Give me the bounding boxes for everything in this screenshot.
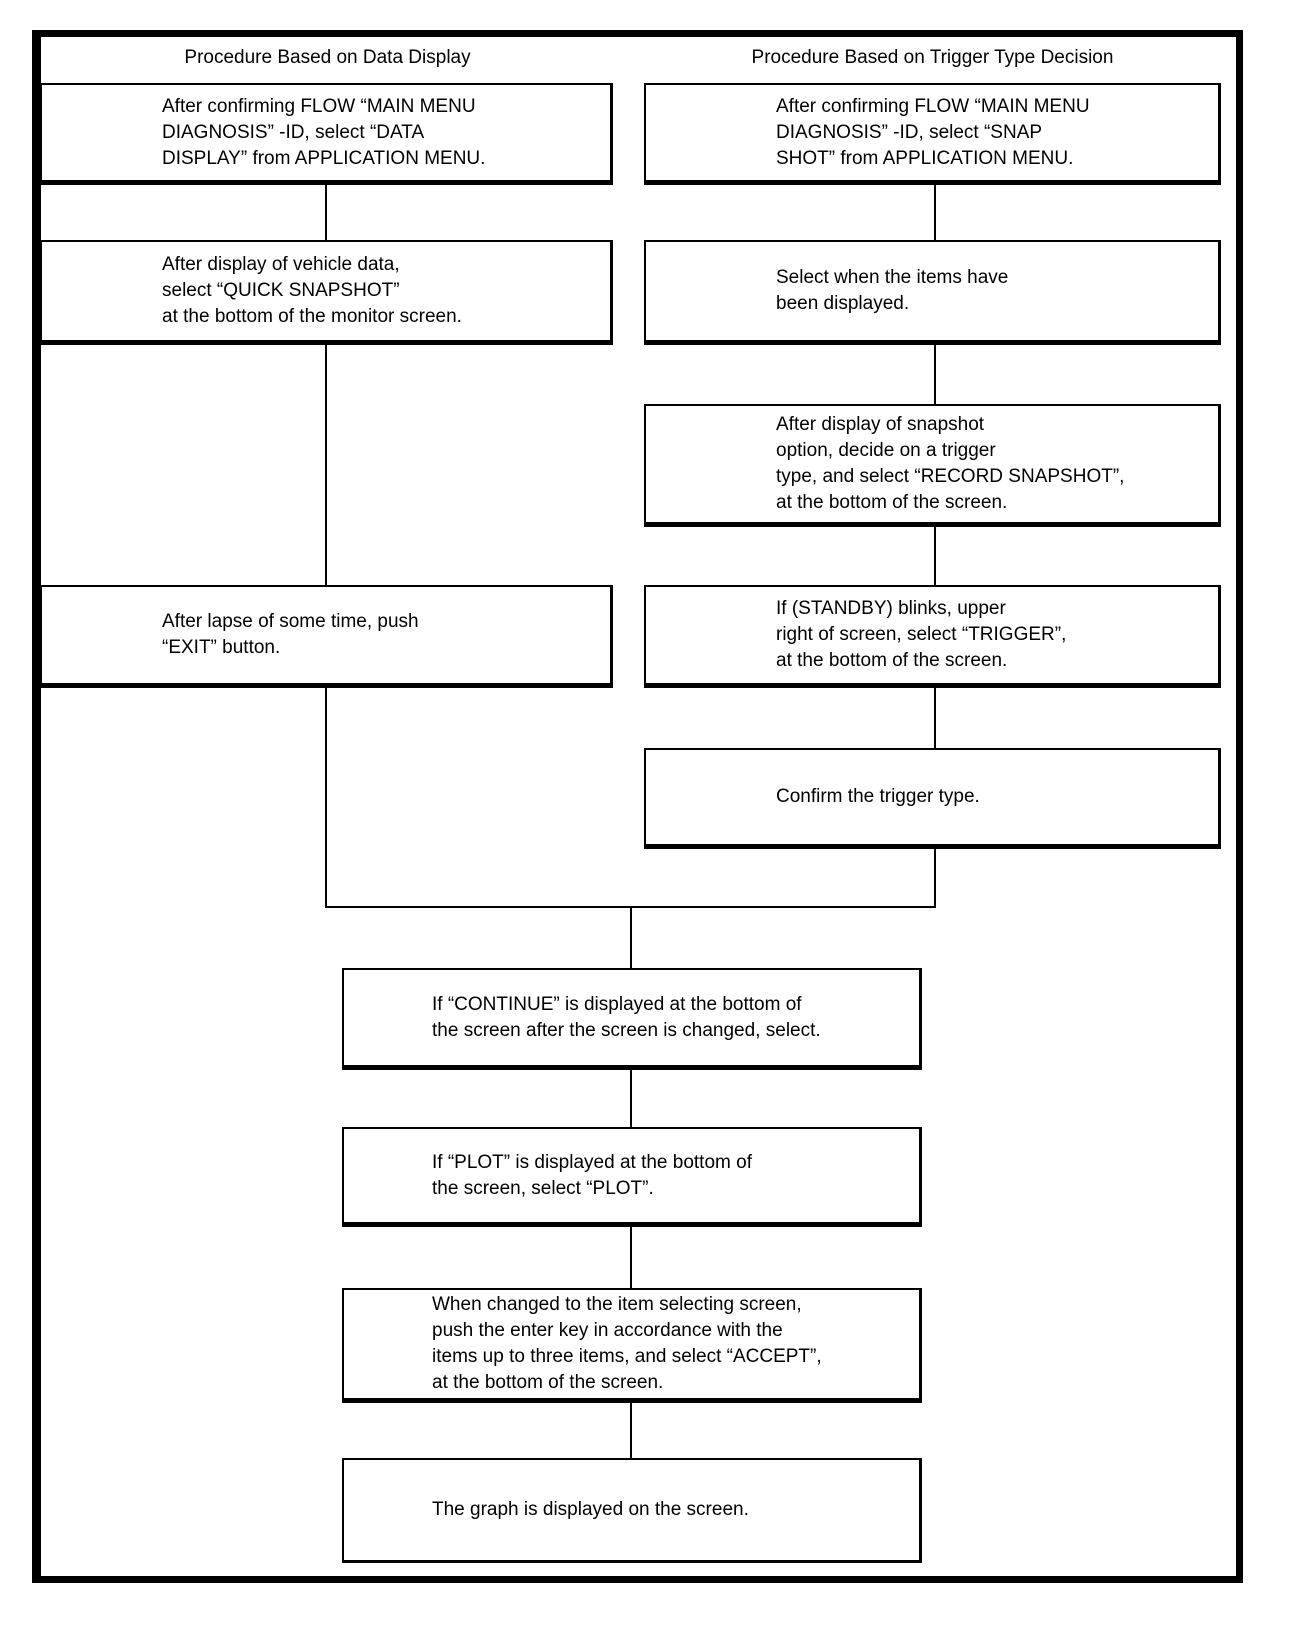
flow-box-left-2: After display of vehicle data, select “Q… [40, 240, 613, 345]
flow-box-center-2-text: If “PLOT” is displayed at the bottom of … [432, 1151, 752, 1199]
flow-box-right-2-text: Select when the items have been displaye… [776, 267, 1009, 314]
connector-merge-center-1 [630, 906, 632, 968]
connector-left-1-2 [325, 185, 327, 240]
connector-right-3-4 [934, 527, 936, 585]
connector-left-2-3 [325, 345, 327, 585]
flow-box-left-2-text: After display of vehicle data, select “Q… [162, 254, 462, 327]
flow-box-left-3: After lapse of some time, push “EXIT” bu… [40, 585, 613, 688]
connector-center-2-3 [630, 1227, 632, 1288]
flow-box-right-3: After display of snapshot option, decide… [644, 404, 1221, 527]
outer-frame [32, 30, 1243, 1583]
flow-box-center-4: The graph is displayed on the screen. [342, 1458, 922, 1563]
flow-box-right-4-text: If (STANDBY) blinks, upper right of scre… [776, 598, 1067, 671]
flow-box-right-5-text: Confirm the trigger type. [776, 786, 980, 807]
connector-right-2-3 [934, 345, 936, 404]
flow-box-center-4-text: The graph is displayed on the screen. [432, 1499, 749, 1520]
flow-box-center-1: If “CONTINUE” is displayed at the bottom… [342, 968, 922, 1070]
flow-box-right-4: If (STANDBY) blinks, upper right of scre… [644, 585, 1221, 688]
flow-box-center-1-text: If “CONTINUE” is displayed at the bottom… [432, 993, 821, 1041]
flow-box-center-3-text: When changed to the item selecting scree… [432, 1294, 822, 1393]
flow-box-center-2: If “PLOT” is displayed at the bottom of … [342, 1127, 922, 1227]
flow-box-left-1: After confirming FLOW “MAIN MENU DIAGNOS… [40, 83, 613, 185]
flow-box-right-3-text: After display of snapshot option, decide… [776, 414, 1125, 513]
flow-box-right-5: Confirm the trigger type. [644, 748, 1221, 849]
right-column-title: Procedure Based on Trigger Type Decision [751, 47, 1114, 68]
flow-box-right-1-text: After confirming FLOW “MAIN MENU DIAGNOS… [776, 95, 1090, 169]
connector-center-1-2 [630, 1070, 632, 1127]
flow-box-right-2: Select when the items have been displaye… [644, 240, 1221, 345]
connector-right-1-2 [934, 185, 936, 240]
connector-right-4-5 [934, 688, 936, 748]
flow-box-left-3-text: After lapse of some time, push “EXIT” bu… [162, 611, 419, 658]
connector-right-5-merge [934, 849, 936, 906]
flow-box-left-1-text: After confirming FLOW “MAIN MENU DIAGNOS… [162, 95, 486, 169]
flow-box-right-1: After confirming FLOW “MAIN MENU DIAGNOS… [644, 83, 1221, 185]
connector-left-3-merge [325, 688, 327, 906]
flow-box-center-3: When changed to the item selecting scree… [342, 1288, 922, 1403]
connector-center-3-4 [630, 1403, 632, 1458]
left-column-title: Procedure Based on Data Display [184, 47, 471, 68]
